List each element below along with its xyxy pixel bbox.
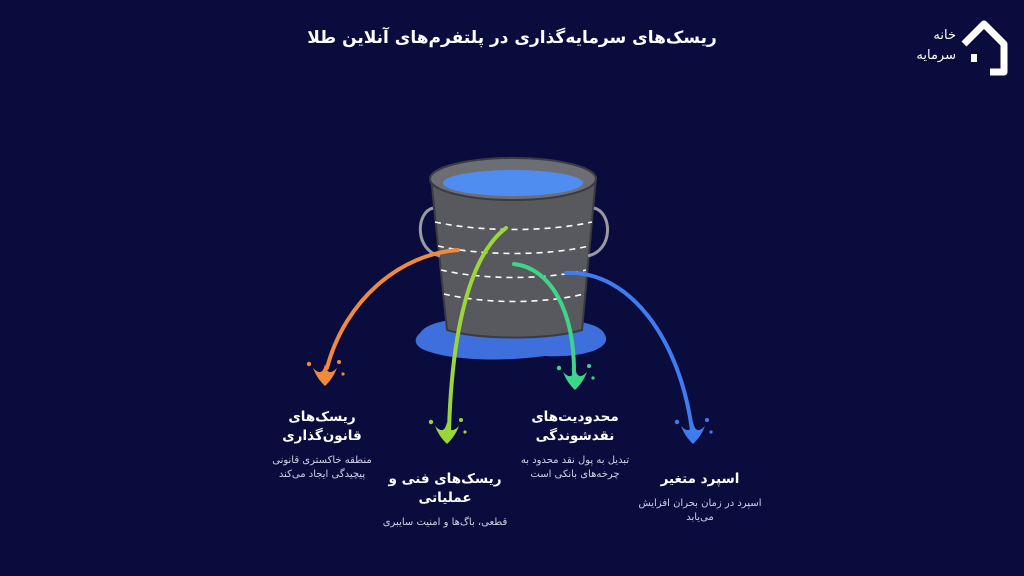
splash-drop-4-1 <box>674 419 680 425</box>
risk-description: اسپرد در زمان بحران افزایش می‌یابد <box>638 498 762 523</box>
leak-stream-2 <box>447 226 508 432</box>
splash-drop-3-2 <box>587 364 591 368</box>
risk-description: قطعی، باگ‌ها و امنیت سایبری <box>382 517 508 528</box>
splash-drop-2-2 <box>459 418 463 422</box>
risk-label-2: ریسک‌های فنی و عملیاتی قطعی، باگ‌ها و امن… <box>380 470 510 530</box>
splash-icon-4 <box>681 422 705 444</box>
splash-drop-3-3 <box>591 376 595 380</box>
bucket <box>418 157 609 339</box>
brand-logo: خانه سرمایه <box>892 16 1012 88</box>
splash-drop-1-3 <box>341 372 345 376</box>
risk-title: محدودیت‌های نقدشوندگی <box>531 409 619 444</box>
page-title: ریسک‌های سرمایه‌گذاری در پلتفرم‌های آنلا… <box>307 28 717 48</box>
leak-streams <box>306 226 713 444</box>
splash-drop-4-3 <box>709 430 713 434</box>
risk-description: منطقه خاکستری قانونی پیچیدگی ایجاد می‌کن… <box>272 455 372 480</box>
splash-drop-2-3 <box>463 430 467 434</box>
risk-label-3: محدودیت‌های نقدشوندگی تبدیل به پول نقد مح… <box>510 408 640 482</box>
leak-stream-3 <box>512 262 577 378</box>
house-logo-icon <box>961 20 1008 76</box>
logo-text-line2: سرمایه <box>916 48 956 63</box>
splash-drop-2-1 <box>428 419 434 425</box>
splash-icon-2 <box>435 422 459 444</box>
splash-icon-3 <box>563 368 587 390</box>
risk-label-4: اسپرد متغیر اسپرد در زمان بحران افزایش می… <box>630 470 770 525</box>
risk-title: ریسک‌های فنی و عملیاتی <box>388 471 502 506</box>
risk-title: ریسک‌های قانون‌گذاری <box>282 409 362 444</box>
splash-drop-1-1 <box>306 361 312 367</box>
risk-label-1: ریسک‌های قانون‌گذاری منطقه خاکستری قانونی… <box>262 408 382 482</box>
risk-description: تبدیل به پول نقد محدود به چرخه‌های بانکی… <box>520 455 630 480</box>
risk-title: اسپرد متغیر <box>660 471 740 487</box>
logo-text-line1: خانه <box>933 28 956 43</box>
splash-drop-1-2 <box>337 360 341 364</box>
splash-icon-1 <box>313 364 337 386</box>
splash-drop-3-1 <box>556 365 562 371</box>
splash-drop-4-2 <box>705 418 709 422</box>
leak-stream-4 <box>564 270 694 432</box>
leak-stream-1 <box>325 248 460 370</box>
